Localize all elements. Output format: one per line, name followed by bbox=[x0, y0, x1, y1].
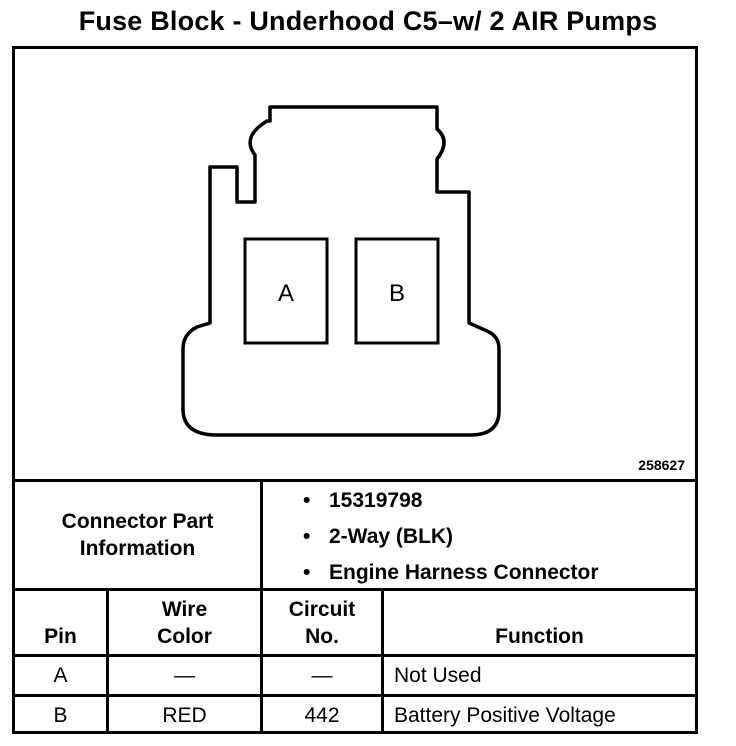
header-pin-text: Pin bbox=[44, 625, 77, 648]
connector-type: 2-Way (BLK) bbox=[263, 519, 599, 555]
connector-outline bbox=[181, 105, 501, 437]
connector-harness: Engine Harness Connector bbox=[263, 555, 599, 591]
connector-info-label-line2: Information bbox=[79, 537, 196, 560]
connector-face-diagram: A B bbox=[181, 105, 501, 437]
divider-col-1 bbox=[106, 588, 109, 734]
cavity-b-box bbox=[354, 237, 440, 345]
header-circuit: Circuit No. bbox=[263, 591, 381, 654]
header-wire-color-line1: Wire bbox=[161, 598, 208, 621]
header-wire-color: Wire Color bbox=[109, 591, 260, 654]
divider-col-2 bbox=[260, 588, 263, 734]
header-circuit-line1: Circuit bbox=[288, 598, 356, 621]
row-a-circuit: — bbox=[311, 663, 333, 687]
row-a-function: Not Used bbox=[394, 663, 482, 687]
divider-info-col bbox=[260, 479, 263, 588]
row-b-pin: B bbox=[53, 703, 68, 727]
cavity-b-label: B bbox=[389, 280, 405, 307]
header-pin: Pin bbox=[15, 591, 106, 654]
connector-info-label: Connector Part Information bbox=[15, 482, 260, 588]
connector-info-label-line1: Connector Part bbox=[61, 510, 214, 533]
divider-col-3 bbox=[381, 588, 384, 734]
cavity-a-label: A bbox=[278, 280, 294, 307]
connector-info-list: 15319798 2-Way (BLK) Engine Harness Conn… bbox=[263, 483, 695, 588]
row-b-function: Battery Positive Voltage bbox=[394, 703, 616, 727]
divider-row bbox=[15, 694, 695, 697]
figure-id: 258627 bbox=[638, 457, 685, 473]
row-a-pin: A bbox=[53, 663, 68, 687]
row-a-wire-color: — bbox=[174, 663, 195, 687]
header-function: Function bbox=[384, 591, 695, 654]
row-b-wire-color: RED bbox=[162, 703, 207, 727]
row-b-circuit: 442 bbox=[304, 703, 340, 727]
divider-header bbox=[15, 654, 695, 657]
divider-diagram bbox=[15, 479, 695, 482]
page-title: Fuse Block - Underhood C5–w/ 2 AIR Pumps bbox=[78, 6, 658, 36]
header-function-text: Function bbox=[495, 625, 584, 648]
header-wire-color-line2: Color bbox=[157, 625, 212, 648]
cavity-a-box bbox=[243, 237, 329, 345]
connector-part-number: 15319798 bbox=[263, 483, 599, 519]
connector-sheet: A B 258627 Connector Part Information 15… bbox=[12, 46, 698, 734]
header-circuit-line2: No. bbox=[305, 625, 339, 648]
